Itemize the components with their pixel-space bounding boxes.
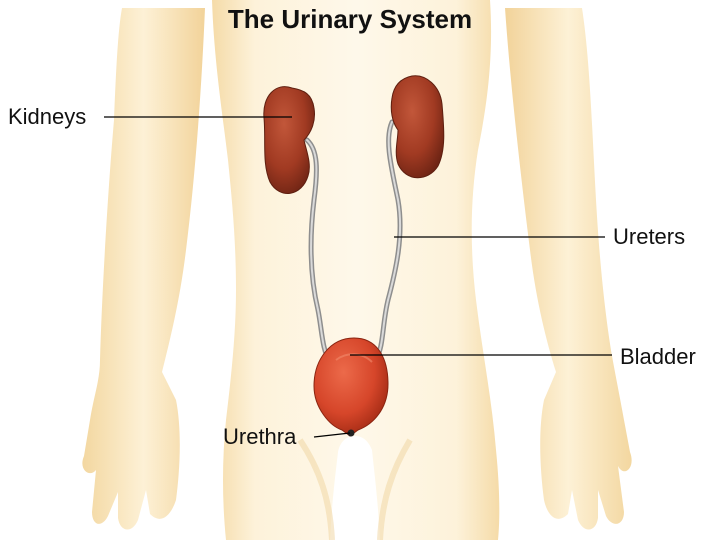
torso	[212, 0, 500, 540]
diagram-title: The Urinary System	[227, 4, 473, 34]
left-kidney	[263, 86, 315, 194]
urethra-label: Urethra	[223, 424, 297, 449]
right-kidney	[390, 75, 445, 179]
urethra	[347, 429, 355, 437]
leader-lines	[104, 116, 612, 438]
ureters	[304, 119, 403, 365]
urethra-leader-line	[313, 432, 351, 438]
ureters-label: Ureters	[613, 224, 686, 249]
bladder-label: Bladder	[620, 344, 696, 369]
right-arm	[505, 8, 632, 530]
kidneys-label: Kidneys	[8, 104, 87, 129]
left-arm	[82, 8, 205, 530]
